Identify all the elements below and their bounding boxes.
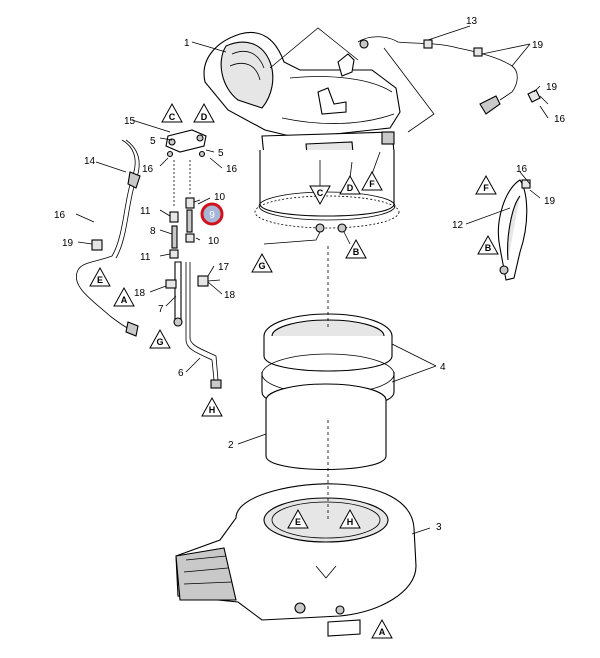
reference-markers: C D C D F F B E A G G B H E H A	[89, 102, 499, 639]
marker-g-port: G	[251, 252, 273, 273]
svg-text:H: H	[347, 517, 354, 527]
upper-hood-assembly	[203, 32, 401, 167]
callout-11a: 11	[140, 206, 151, 217]
marker-left-e: E	[89, 266, 111, 287]
callout-11b: 11	[140, 252, 151, 263]
upper-cylinder	[254, 150, 400, 233]
svg-text:F: F	[369, 179, 375, 189]
highlighted-callout-9[interactable]: 9	[200, 202, 224, 226]
callout-18b: 18	[224, 290, 236, 301]
callout-labels: 1 13 19 19 16 15 5 5 16 16 14 10 11 16 8…	[54, 16, 566, 533]
highlight-label: 9	[209, 210, 215, 221]
callout-17: 17	[218, 262, 230, 273]
callout-2: 2	[228, 440, 234, 451]
callout-15: 15	[124, 116, 136, 127]
svg-text:B: B	[485, 243, 492, 253]
marker-right-f: F	[475, 174, 497, 195]
callout-13: 13	[466, 16, 478, 27]
callout-19a: 19	[532, 40, 544, 51]
callout-3: 3	[436, 522, 442, 533]
callout-10a: 10	[214, 192, 226, 203]
callout-19c: 19	[62, 238, 74, 249]
marker-top-c: C	[161, 102, 183, 123]
marker-h-tube: H	[201, 396, 223, 417]
marker-b-port: B	[345, 238, 367, 259]
base-housing-3	[175, 483, 417, 637]
callout-8: 8	[150, 226, 156, 237]
marker-base-h: H	[339, 508, 361, 529]
callout-6: 6	[178, 368, 184, 379]
marker-mid-d: D	[339, 174, 361, 195]
svg-text:E: E	[97, 275, 103, 285]
callout-19b: 19	[546, 82, 558, 93]
hose-14	[75, 139, 141, 337]
marker-base-e: E	[287, 508, 309, 529]
callout-10b: 10	[208, 236, 220, 247]
marker-mid-c: C	[309, 185, 331, 206]
svg-text:A: A	[379, 627, 386, 637]
lower-cylinder-2	[265, 383, 387, 470]
sensor-harness-13	[357, 36, 549, 115]
svg-text:H: H	[209, 405, 216, 415]
marker-g-lower: G	[149, 328, 171, 349]
svg-text:G: G	[258, 261, 265, 271]
leader-lines	[75, 25, 549, 535]
svg-text:D: D	[201, 112, 208, 122]
svg-text:B: B	[353, 247, 360, 257]
callout-5b: 5	[218, 148, 224, 159]
marker-base-a: A	[371, 618, 393, 639]
callout-16a: 16	[554, 114, 566, 125]
callout-5a: 5	[150, 136, 156, 147]
callout-16e: 16	[516, 164, 528, 175]
callout-4: 4	[440, 362, 446, 373]
svg-text:C: C	[169, 112, 176, 122]
svg-text:A: A	[121, 295, 128, 305]
tubes-6-7-8	[165, 160, 222, 389]
callout-18a: 18	[134, 288, 146, 299]
callout-16d: 16	[54, 210, 66, 221]
svg-text:G: G	[156, 337, 163, 347]
highlight-ring	[200, 202, 224, 226]
marker-left-a: A	[113, 286, 135, 307]
valve-block-15	[165, 129, 207, 158]
svg-text:C: C	[317, 188, 324, 198]
marker-top-d: D	[193, 102, 215, 123]
marker-right-b: B	[477, 234, 499, 255]
bracket-12	[497, 179, 531, 281]
callout-7: 7	[158, 304, 164, 315]
callout-12: 12	[452, 220, 464, 231]
svg-text:E: E	[295, 517, 301, 527]
callout-16c: 16	[226, 164, 238, 175]
callout-1: 1	[184, 38, 190, 49]
svg-text:D: D	[347, 183, 354, 193]
callout-19d: 19	[544, 196, 556, 207]
callout-14: 14	[84, 156, 96, 167]
svg-text:F: F	[483, 183, 489, 193]
callout-16b: 16	[142, 164, 154, 175]
marker-mid-f: F	[361, 170, 383, 191]
